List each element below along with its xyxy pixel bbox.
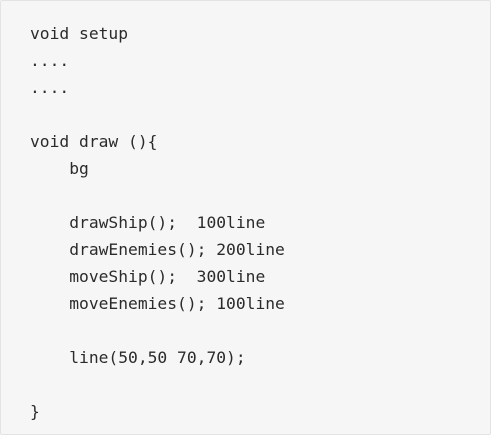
code-line: moveEnemies(); 100line (30, 294, 285, 313)
code-line (30, 317, 490, 344)
code-line: void draw (){ (30, 132, 158, 151)
code-line: moveShip(); 300line (30, 267, 266, 286)
code-line: void setup (30, 24, 129, 43)
code-line: .... (30, 51, 70, 70)
code-line: bg (30, 159, 89, 178)
code-line: line(50,50 70,70); (30, 348, 246, 367)
code-line (30, 182, 490, 209)
code-line: drawShip(); 100line (30, 213, 266, 232)
code-line: .... (30, 78, 70, 97)
code-line: } (30, 402, 40, 421)
code-line (30, 371, 490, 398)
code-line (30, 101, 490, 128)
code-line: drawEnemies(); 200line (30, 240, 285, 259)
